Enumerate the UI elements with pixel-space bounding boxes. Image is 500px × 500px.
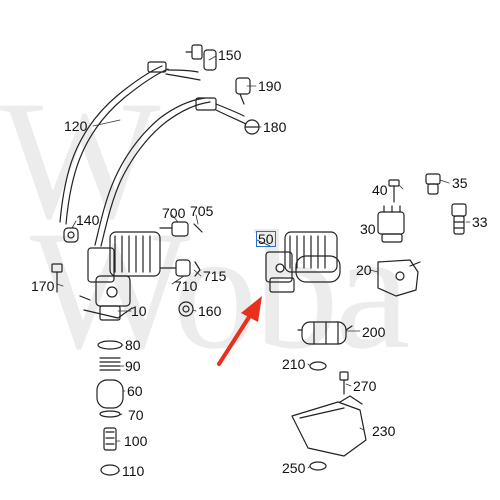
shield-230-drawing (291, 395, 367, 457)
plug-35-drawing (425, 173, 441, 195)
label-270: 270 (353, 378, 377, 394)
compressor-50-drawing (265, 231, 341, 293)
bracket-20-drawing (377, 259, 421, 297)
nut-210-drawing (309, 361, 327, 371)
label-150: 150 (218, 47, 242, 63)
label-30: 30 (360, 221, 376, 237)
label-33: 33 (472, 214, 488, 230)
label-70: 70 (128, 407, 144, 423)
valve-block-200-drawing (297, 321, 353, 345)
label-120: 120 (64, 118, 88, 134)
label-40: 40 (372, 182, 388, 198)
label-170: 170 (31, 278, 55, 294)
label-180: 180 (263, 119, 287, 135)
label-100: 100 (124, 433, 148, 449)
label-715: 715 (203, 268, 227, 284)
screw-40-drawing (388, 179, 400, 203)
bracket-190-drawing (235, 77, 251, 105)
label-10: 10 (131, 303, 147, 319)
clip-150-drawing (185, 44, 217, 71)
label-190: 190 (258, 78, 282, 94)
pipe-120-drawing (59, 61, 201, 225)
fitting-710-715-drawing (159, 259, 201, 277)
washer-160-drawing (178, 301, 194, 317)
compressor-assembly-left-drawing (79, 231, 161, 321)
label-250: 250 (282, 460, 306, 476)
label-230: 230 (372, 423, 396, 439)
bolt-170-drawing (51, 263, 63, 293)
label-705: 705 (190, 203, 214, 219)
label-210: 210 (282, 356, 306, 372)
label-710: 710 (174, 278, 198, 294)
label-50-highlighted: 50 (256, 231, 276, 247)
fitting-33-drawing (451, 203, 467, 235)
label-20: 20 (356, 262, 372, 278)
relay-30-drawing (377, 205, 405, 243)
pipe-upper-hose-drawing (94, 97, 247, 247)
label-35: 35 (452, 175, 468, 191)
watermark-line-1: W (0, 66, 160, 254)
leader-lines (56, 55, 471, 472)
nut-180-drawing (244, 119, 260, 135)
label-60: 60 (127, 383, 143, 399)
fitting-700-705-drawing (159, 221, 203, 237)
label-700: 700 (162, 205, 186, 221)
label-140: 140 (76, 212, 100, 228)
label-80: 80 (125, 337, 141, 353)
grommet-140-drawing (63, 227, 79, 243)
watermark-line-2: Woba (30, 196, 410, 384)
label-200: 200 (362, 324, 386, 340)
mount-stack-drawing (96, 340, 124, 476)
label-90: 90 (125, 358, 141, 374)
label-160: 160 (198, 303, 222, 319)
pointer-arrow (217, 296, 262, 366)
bolt-270-drawing (339, 371, 349, 395)
nut-250-drawing (309, 461, 327, 471)
label-110: 110 (122, 463, 145, 479)
